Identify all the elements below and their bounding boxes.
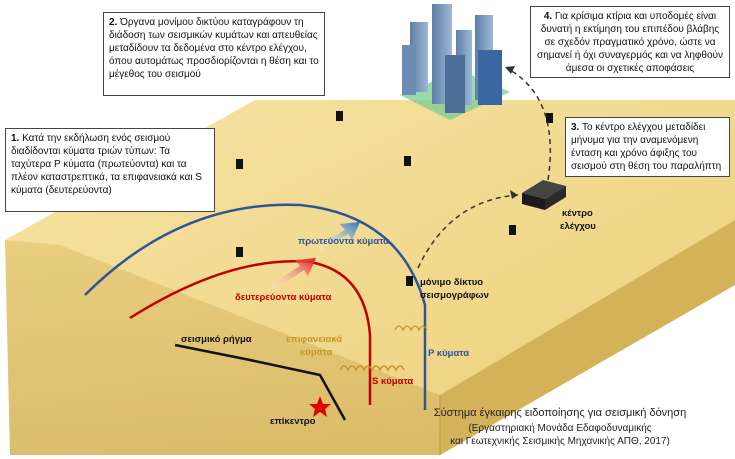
epicenter-label: επίκεντρο xyxy=(270,416,316,427)
ground-cross-section xyxy=(5,240,440,455)
primary-wave-arrow xyxy=(318,222,360,250)
ground-right-side xyxy=(440,220,735,455)
caption-line-3: και Γεωτεχνικής Σεισμικής Μηχανικής ΑΠΘ,… xyxy=(450,436,670,447)
secondary-waves-label: δευτερεύοντα κύματα xyxy=(235,292,332,303)
callout-3-text: Το κέντρο ελέγχου μεταδίδει μήνυμα για τ… xyxy=(571,122,722,172)
station-to-control-link xyxy=(417,194,519,269)
control-label-2: ελέγχου xyxy=(560,221,596,232)
s-waves-label: S κύματα xyxy=(372,376,414,387)
caption-line-2: (Εργαστηριακή Μονάδα Εδαφοδυναμικής xyxy=(468,423,652,434)
surface-waves-label-1: επιφανειακά xyxy=(286,334,343,345)
seismograph-stations xyxy=(236,111,553,286)
callout-2: 2. Όργανα μονίμου δικτύου καταγράφουν τη… xyxy=(103,12,325,96)
surface-waves-label-2: κύματα xyxy=(300,347,333,358)
control-center-box xyxy=(522,180,566,210)
callout-1: 1. Κατά την εκδήλωση ενός σεισμού διαδίδ… xyxy=(5,128,215,212)
primary-waves-label: πρωτεύοντα κύματα xyxy=(298,236,390,247)
fault-label: σεισμικό ρήγμα xyxy=(181,334,252,345)
network-label-1: μόνιμο δίκτυο xyxy=(420,277,484,288)
callout-4-text: Για κρίσιμα κτίρια και υποδομές είναι δυ… xyxy=(537,11,723,74)
callout-2-text: Όργανα μονίμου δικτύου καταγράφουν τη δι… xyxy=(109,17,319,80)
callout-1-text: Κατά την εκδήλωση ενός σεισμού διαδίδοντ… xyxy=(11,133,202,196)
caption-title: Σύστημα έγκαιρης ειδοποίησης για σεισμικ… xyxy=(433,407,687,419)
critical-buildings-icon xyxy=(400,4,510,120)
callout-4: 4. Για κρίσιμα κτίρια και υποδομές είναι… xyxy=(530,6,730,78)
p-waves-label: P κύματα xyxy=(428,348,470,359)
surface-wave-ripples xyxy=(339,365,405,372)
p-wave-front xyxy=(84,203,427,410)
figure-caption: Σύστημα έγκαιρης ειδοποίησης για σεισμικ… xyxy=(410,407,710,448)
callout-3: 3. Το κέντρο ελέγχου μεταδίδει μήνυμα γι… xyxy=(565,117,730,177)
epicenter-star-icon xyxy=(309,396,331,417)
control-label-1: κέντρο xyxy=(562,208,593,219)
network-label-2: σεισμογράφων xyxy=(420,290,489,301)
fault-line xyxy=(174,343,347,421)
control-to-buildings-link xyxy=(509,69,552,181)
secondary-wave-arrow xyxy=(270,258,316,290)
